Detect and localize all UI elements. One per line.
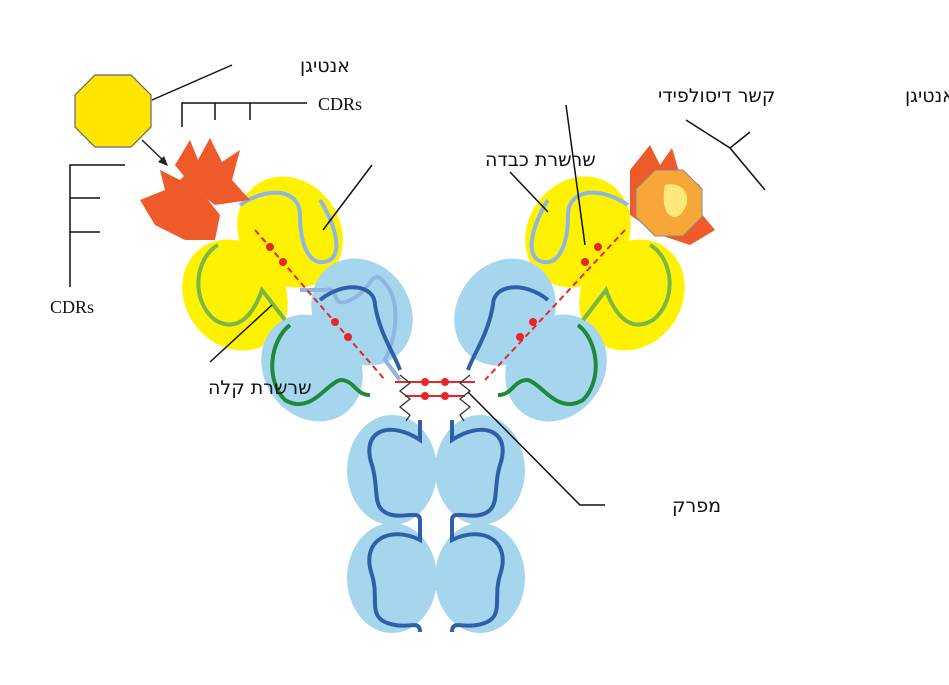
hinge-right-coil bbox=[458, 374, 472, 422]
heavy-chain-left-fc bbox=[367, 420, 422, 633]
ch3-right-domain bbox=[435, 523, 525, 633]
left-disulfide-dots bbox=[266, 243, 352, 341]
light-chain-left-variable bbox=[196, 243, 287, 327]
light-chain-right-constant bbox=[497, 323, 598, 407]
fc-heavy-chains bbox=[367, 420, 505, 633]
antigen-octagon bbox=[74, 74, 152, 148]
hinge-left-coil bbox=[398, 374, 412, 422]
label-antigen: אנטיגן bbox=[300, 55, 350, 77]
left-arm-disulfide-bond bbox=[254, 229, 386, 381]
heavy-chain-right-constant bbox=[466, 285, 550, 371]
label-antigen-binding-site: אתר קישור אנטיגן bbox=[905, 85, 949, 107]
label-heavy-chain: שרשרת כבדה bbox=[485, 149, 596, 171]
ch3-left-domain bbox=[347, 523, 437, 633]
label-cdrs-left: CDRs bbox=[50, 297, 94, 317]
right-fab-arm bbox=[454, 145, 715, 422]
cdr-left-light bbox=[140, 165, 220, 240]
light-chain-right-variable bbox=[581, 243, 672, 327]
label-disulfide-bond: קשר דיסולפידי bbox=[658, 85, 775, 107]
light-chain-left-constant bbox=[270, 323, 371, 407]
leader-lines bbox=[69, 64, 766, 506]
antigen-arrow bbox=[141, 139, 166, 163]
label-cdrs-top: CDRs bbox=[318, 94, 362, 114]
hinge-region bbox=[395, 374, 475, 422]
heavy-chain-right-variable bbox=[529, 190, 630, 265]
right-disulfide-dots bbox=[516, 243, 602, 341]
heavy-chain-right-fc bbox=[450, 420, 505, 633]
heavy-chain-left-constant bbox=[318, 285, 402, 371]
bound-antigen-highlight bbox=[663, 184, 688, 217]
arrow-head-icon bbox=[158, 156, 168, 166]
ch1-right-domain bbox=[454, 258, 556, 366]
label-hinge: מפרק bbox=[672, 495, 721, 517]
label-light-chain: שרשרת קלה bbox=[208, 377, 312, 399]
right-arm-disulfide-bond bbox=[484, 229, 626, 381]
heavy-chain-left-variable bbox=[238, 190, 402, 382]
left-fab-arm bbox=[140, 138, 413, 422]
